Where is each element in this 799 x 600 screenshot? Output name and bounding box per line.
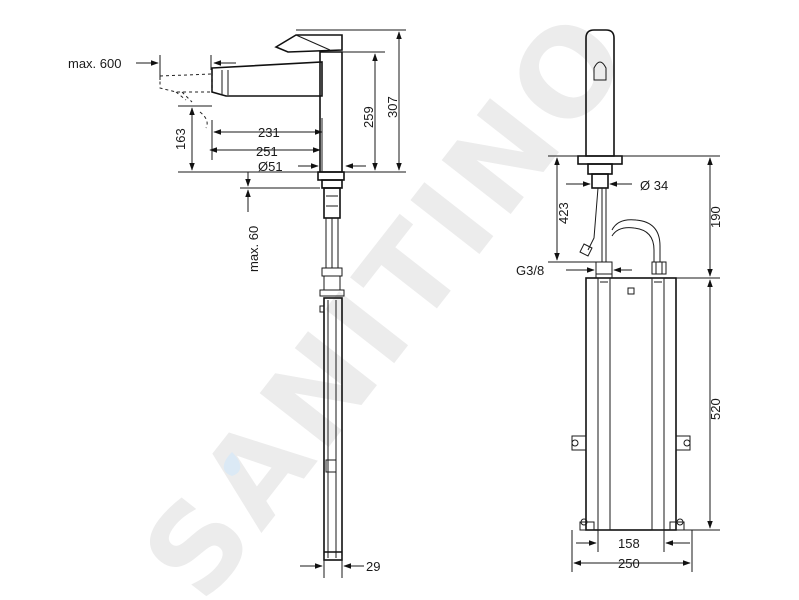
left-view: max. 600 231 251 Ø51 163 259 307 max. 60… bbox=[68, 29, 406, 578]
dim-158: 158 bbox=[618, 536, 640, 551]
dim-34: Ø 34 bbox=[640, 178, 668, 193]
right-dimension-lines bbox=[548, 155, 720, 572]
dim-251: 251 bbox=[256, 144, 278, 159]
max-hose-label: max. 60 bbox=[246, 226, 261, 272]
dim-520: 520 bbox=[708, 398, 723, 420]
dim-51: Ø51 bbox=[258, 159, 283, 174]
dim-190: 190 bbox=[708, 206, 723, 228]
dim-250: 250 bbox=[618, 556, 640, 571]
faucet-front-drawing bbox=[571, 29, 691, 531]
watermark-drop-icon bbox=[223, 452, 241, 476]
left-dimension-lines bbox=[136, 29, 406, 578]
max-pullout-label: max. 600 bbox=[68, 56, 121, 71]
thread-label: G3/8 bbox=[516, 263, 544, 278]
dim-29: 29 bbox=[366, 559, 380, 574]
dim-231: 231 bbox=[258, 125, 280, 140]
right-view: Ø 34 423 190 G3/8 520 158 250 bbox=[516, 29, 723, 572]
watermark-text: SANITINO bbox=[117, 0, 658, 600]
dim-259: 259 bbox=[361, 106, 376, 128]
watermark: SANITINO bbox=[117, 0, 658, 600]
dim-163: 163 bbox=[173, 128, 188, 150]
dim-307: 307 bbox=[385, 96, 400, 118]
dim-423: 423 bbox=[556, 202, 571, 224]
